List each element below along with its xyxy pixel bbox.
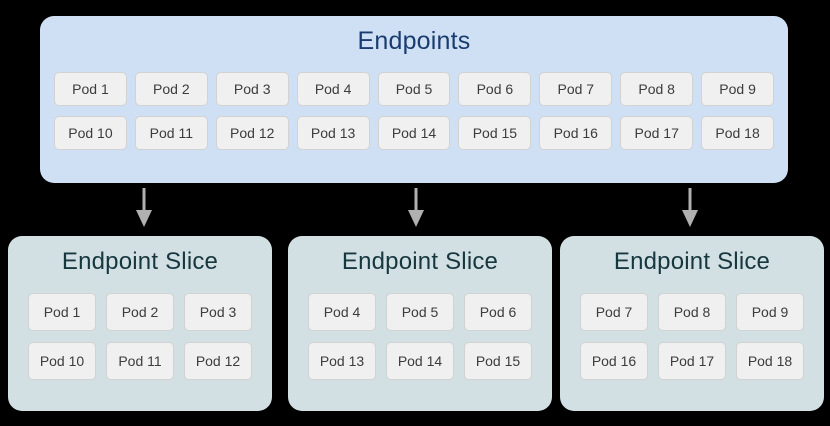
pod-chip[interactable]: Pod 18	[701, 116, 775, 150]
pod-chip[interactable]: Pod 12	[184, 342, 252, 380]
pod-chip[interactable]: Pod 12	[215, 116, 289, 150]
endpoint-slice-pod-grid: Pod 4 Pod 5 Pod 6 Pod 13 Pod 14 Pod 15	[308, 293, 532, 380]
endpoint-slice-title: Endpoint Slice	[341, 248, 499, 275]
endpoint-slice-box-2: Endpoint Slice Pod 4 Pod 5 Pod 6 Pod 13 …	[288, 236, 552, 411]
endpoint-slice-title: Endpoint Slice	[613, 248, 771, 275]
pod-chip[interactable]: Pod 4	[308, 293, 376, 331]
endpoint-slice-pod-grid: Pod 1 Pod 2 Pod 3 Pod 10 Pod 11 Pod 12	[28, 293, 252, 380]
pod-chip[interactable]: Pod 9	[736, 293, 804, 331]
endpoint-slice-pod-row: Pod 16 Pod 17 Pod 18	[580, 342, 804, 380]
pod-chip[interactable]: Pod 18	[736, 342, 804, 380]
pod-chip[interactable]: Pod 7	[580, 293, 648, 331]
pod-chip[interactable]: Pod 9	[701, 72, 775, 106]
endpoint-slice-pod-row: Pod 1 Pod 2 Pod 3	[28, 293, 252, 331]
pod-chip[interactable]: Pod 5	[377, 72, 451, 106]
pod-chip[interactable]: Pod 13	[308, 342, 376, 380]
endpoint-slice-pod-row: Pod 4 Pod 5 Pod 6	[308, 293, 532, 331]
pod-chip[interactable]: Pod 14	[377, 116, 451, 150]
pod-chip[interactable]: Pod 2	[134, 72, 208, 106]
pod-chip[interactable]: Pod 16	[580, 342, 648, 380]
pod-chip[interactable]: Pod 11	[106, 342, 174, 380]
arrow-down-icon	[136, 188, 152, 227]
pod-chip[interactable]: Pod 3	[215, 72, 289, 106]
arrow-down-icon	[408, 188, 424, 227]
pod-chip[interactable]: Pod 16	[539, 116, 613, 150]
endpoint-slice-pod-row: Pod 10 Pod 11 Pod 12	[28, 342, 252, 380]
endpoints-box: Endpoints Pod 1 Pod 2 Pod 3 Pod 4 Pod 5 …	[40, 16, 788, 183]
pod-chip[interactable]: Pod 1	[28, 293, 96, 331]
pod-chip[interactable]: Pod 6	[458, 72, 532, 106]
pod-chip[interactable]: Pod 14	[386, 342, 454, 380]
pod-chip[interactable]: Pod 17	[658, 342, 726, 380]
pod-chip[interactable]: Pod 7	[539, 72, 613, 106]
endpoint-slice-pod-grid: Pod 7 Pod 8 Pod 9 Pod 16 Pod 17 Pod 18	[580, 293, 804, 380]
pod-chip[interactable]: Pod 10	[54, 116, 127, 150]
endpoints-pod-row: Pod 1 Pod 2 Pod 3 Pod 4 Pod 5 Pod 6 Pod …	[54, 72, 775, 106]
pod-chip[interactable]: Pod 5	[386, 293, 454, 331]
pod-chip[interactable]: Pod 8	[620, 72, 694, 106]
pod-chip[interactable]: Pod 10	[28, 342, 96, 380]
endpoints-title: Endpoints	[357, 27, 471, 55]
pod-chip[interactable]: Pod 1	[54, 72, 127, 106]
endpoint-slice-box-3: Endpoint Slice Pod 7 Pod 8 Pod 9 Pod 16 …	[560, 236, 824, 411]
endpoint-slice-box-1: Endpoint Slice Pod 1 Pod 2 Pod 3 Pod 10 …	[8, 236, 272, 411]
pod-chip[interactable]: Pod 15	[464, 342, 532, 380]
pod-chip[interactable]: Pod 4	[296, 72, 370, 106]
endpoints-pod-grid: Pod 1 Pod 2 Pod 3 Pod 4 Pod 5 Pod 6 Pod …	[54, 72, 775, 150]
pod-chip[interactable]: Pod 3	[184, 293, 252, 331]
pod-chip[interactable]: Pod 6	[464, 293, 532, 331]
pod-chip[interactable]: Pod 8	[658, 293, 726, 331]
pod-chip[interactable]: Pod 11	[134, 116, 208, 150]
arrow-down-icon	[682, 188, 698, 227]
endpoint-slice-pod-row: Pod 7 Pod 8 Pod 9	[580, 293, 804, 331]
pod-chip[interactable]: Pod 2	[106, 293, 174, 331]
pod-chip[interactable]: Pod 13	[296, 116, 370, 150]
endpoint-slice-title: Endpoint Slice	[61, 248, 219, 275]
endpoint-slice-pod-row: Pod 13 Pod 14 Pod 15	[308, 342, 532, 380]
pod-chip[interactable]: Pod 17	[620, 116, 694, 150]
pod-chip[interactable]: Pod 15	[458, 116, 532, 150]
endpoints-pod-row: Pod 10 Pod 11 Pod 12 Pod 13 Pod 14 Pod 1…	[54, 116, 775, 150]
